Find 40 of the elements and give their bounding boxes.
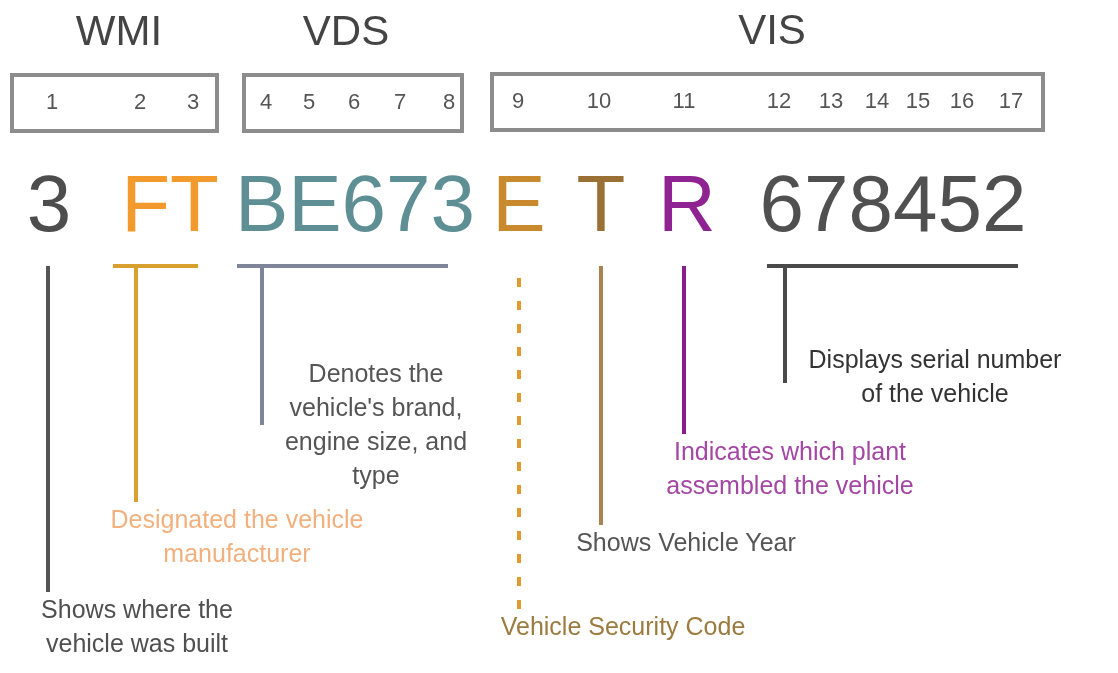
description-text: Shows Vehicle Year bbox=[566, 525, 806, 559]
vin-characters: E bbox=[492, 164, 546, 244]
position-number: 4 bbox=[259, 91, 273, 113]
vin-characters: T bbox=[576, 164, 626, 244]
description-text: Shows where the vehicle was built bbox=[32, 592, 242, 660]
position-number: 8 bbox=[442, 91, 456, 113]
vin-characters: R bbox=[658, 164, 716, 244]
leader-line bbox=[765, 264, 1020, 385]
position-number: 14 bbox=[864, 90, 890, 112]
leader-line bbox=[235, 264, 450, 427]
description-text: Designated the vehicle manufacturer bbox=[106, 502, 368, 570]
section-heading: VDS bbox=[302, 10, 390, 52]
vin-characters: BE673 bbox=[234, 164, 476, 244]
position-number: 15 bbox=[905, 90, 931, 112]
position-number: 13 bbox=[818, 90, 844, 112]
leader-line bbox=[111, 264, 200, 504]
position-number: 9 bbox=[511, 90, 525, 112]
leader-line bbox=[46, 266, 50, 592]
description-text: Displays serial number of the vehicle bbox=[801, 342, 1069, 410]
section-heading: WMI bbox=[75, 10, 163, 52]
position-number: 7 bbox=[393, 91, 407, 113]
description-text: Indicates which plant assembled the vehicle bbox=[662, 434, 918, 502]
vin-characters: FT bbox=[121, 164, 219, 244]
description-text: Denotes the vehicle's brand, engine size, and type bbox=[276, 356, 476, 492]
position-number: 12 bbox=[766, 90, 792, 112]
position-number: 10 bbox=[586, 90, 612, 112]
position-number: 17 bbox=[998, 90, 1024, 112]
position-number: 16 bbox=[949, 90, 975, 112]
position-number: 5 bbox=[302, 91, 316, 113]
leader-line bbox=[682, 266, 686, 434]
position-number: 1 bbox=[45, 91, 59, 113]
section-heading: VIS bbox=[738, 9, 806, 51]
leader-line bbox=[599, 266, 603, 525]
position-number: 3 bbox=[186, 91, 200, 113]
position-number: 6 bbox=[347, 91, 361, 113]
position-number: 11 bbox=[672, 90, 696, 112]
vin-characters: 3 bbox=[26, 164, 72, 244]
description-text: Vehicle Security Code bbox=[488, 609, 758, 643]
vin-characters: 678452 bbox=[759, 164, 1027, 244]
position-number: 2 bbox=[133, 91, 147, 113]
